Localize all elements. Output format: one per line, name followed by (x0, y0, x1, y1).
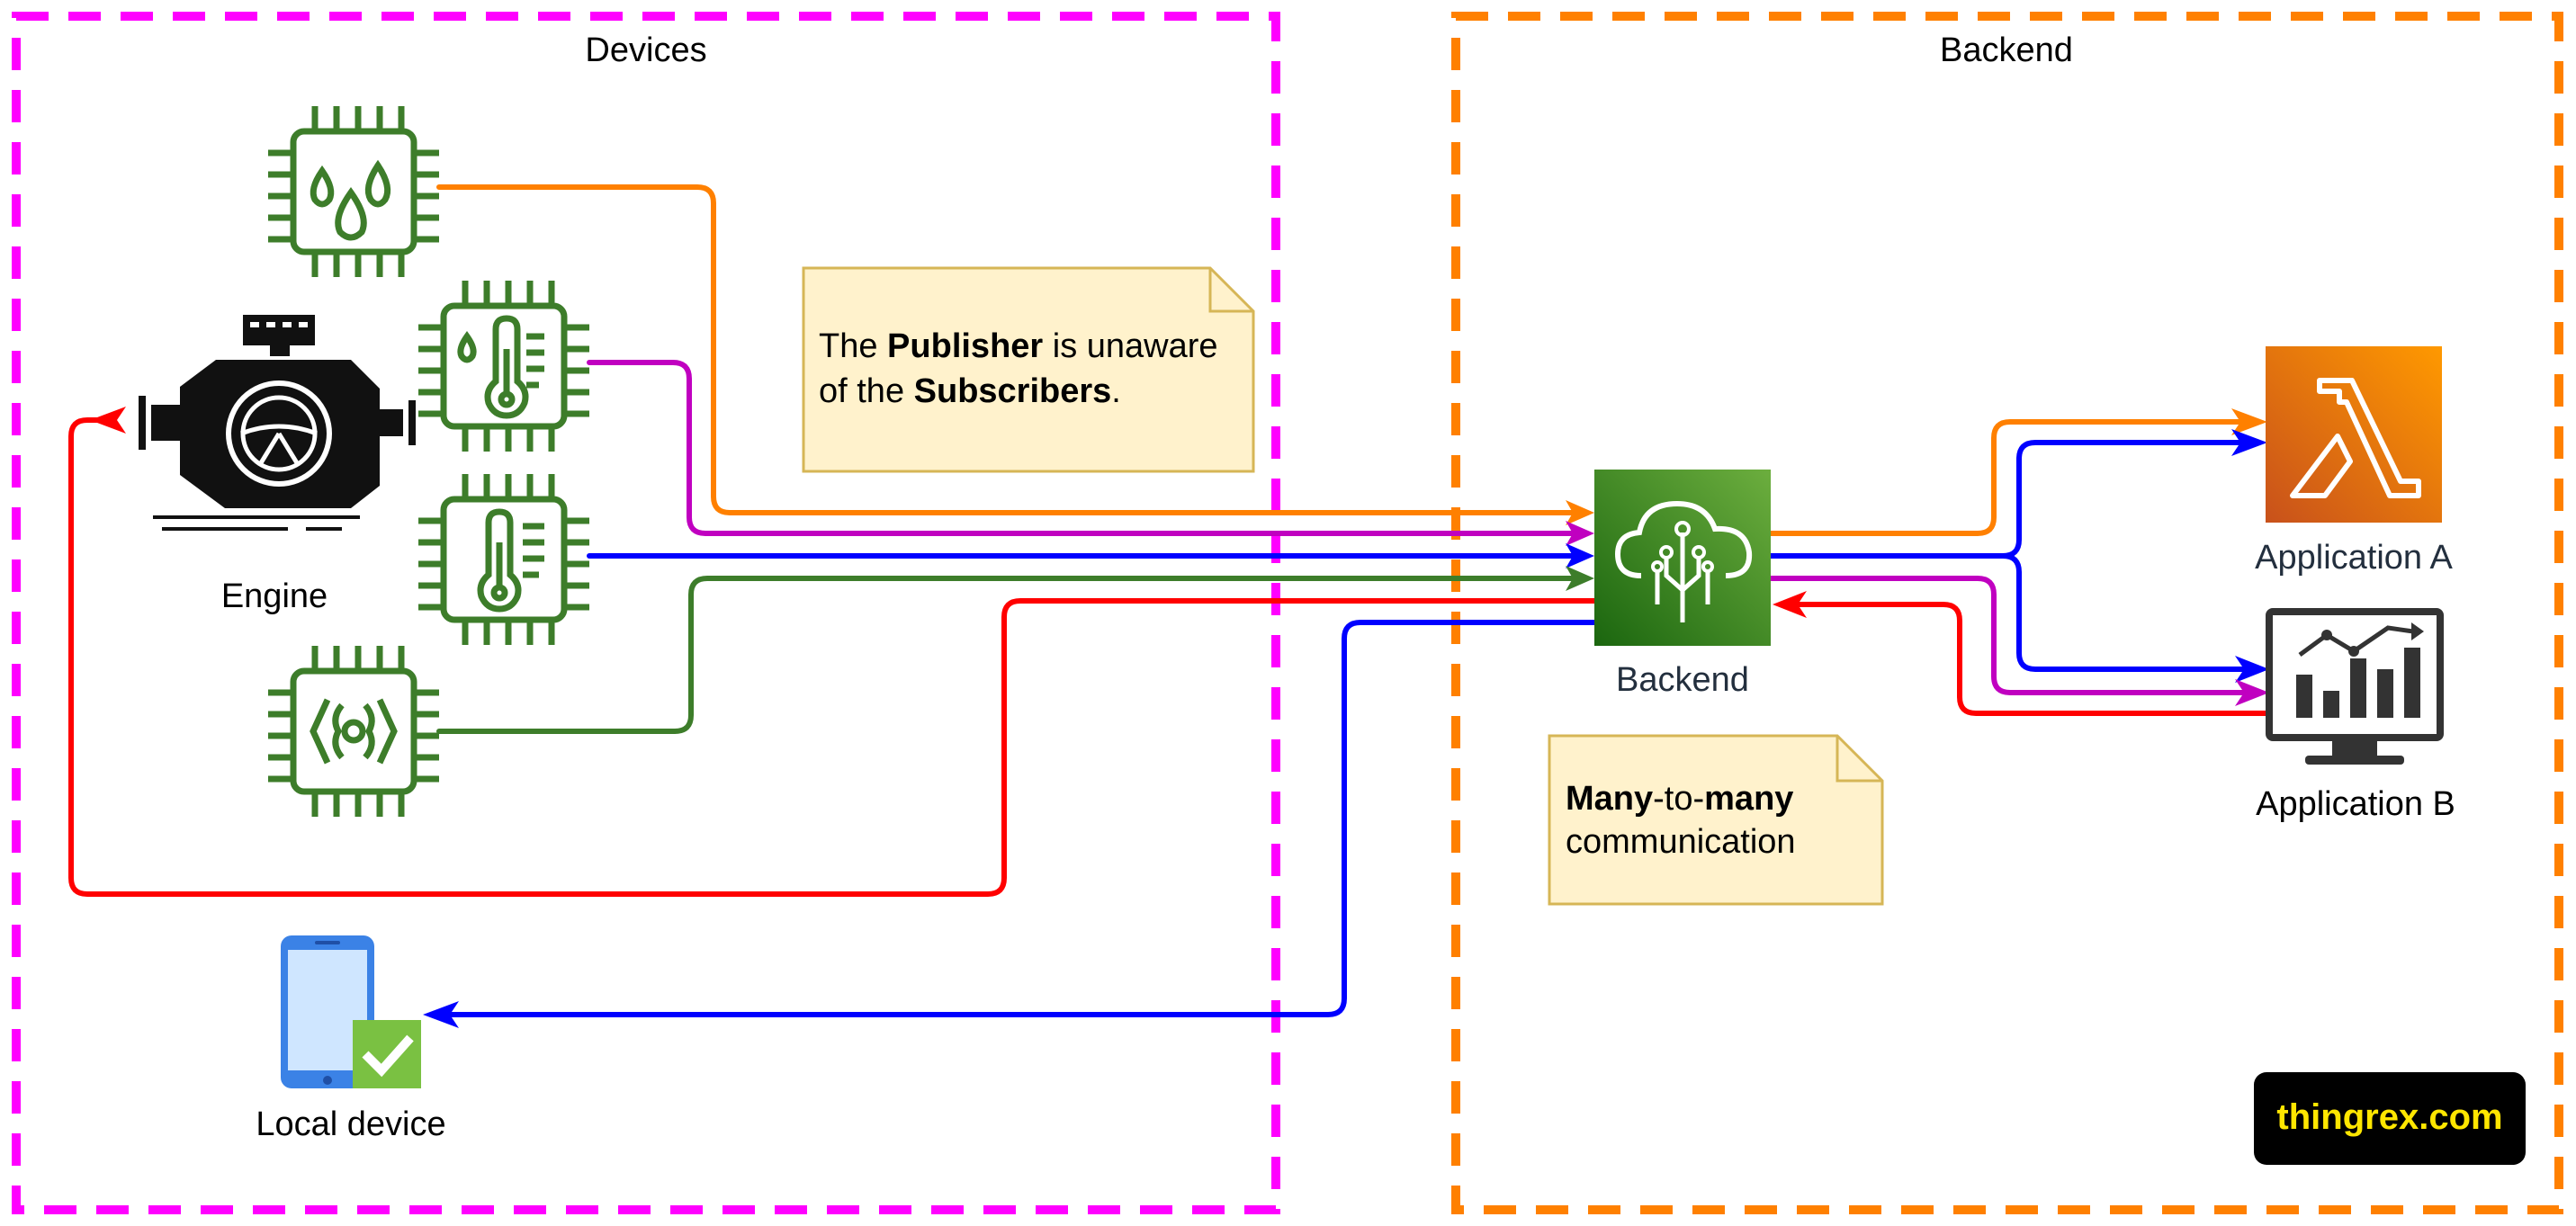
svg-text:The Publisher is unaware: The Publisher is unaware (819, 327, 1218, 365)
iot-core-cloud-icon (1594, 470, 1771, 646)
devices-group (12, 12, 1280, 1214)
publisher-note-text-2: is unaware (1043, 327, 1217, 365)
publisher-note-text-4: . (1111, 372, 1121, 410)
many-to-many-note: Many-to-many communication (1548, 734, 1884, 906)
orange-connector-humidity-to-backend (436, 184, 1579, 515)
analytics-monitor-icon (2266, 608, 2444, 765)
app-b-label: Application B (2256, 785, 2455, 823)
backend-node-label: Backend (1616, 661, 1749, 699)
publisher-note: The Publisher is unaware of the Subscrib… (802, 266, 1255, 473)
orange-connector-backend-to-app-a (1768, 419, 2252, 536)
arrowheads (90, 407, 2269, 1028)
engine-label: Engine (221, 577, 328, 615)
code-chip-icon (268, 646, 439, 817)
app-a-label: Application A (2255, 539, 2453, 577)
many-note-mid: -to- (1653, 780, 1704, 818)
blue-connector-backend-to-app-b (1768, 553, 2254, 672)
many-note-bold-1: Many (1566, 780, 1653, 818)
backend-group (1451, 12, 2563, 1214)
temperature-sensor-chip-icon (418, 281, 589, 452)
many-note-bold-2: many (1704, 780, 1793, 818)
local-device-label: Local device (256, 1105, 445, 1143)
magenta-connector-backend-to-app-b (1768, 576, 2254, 695)
publisher-note-bold-1: Publisher (887, 327, 1043, 365)
blue-connector-backend-to-app-a (1768, 440, 2252, 559)
magenta-connector-temp-to-backend (587, 360, 1579, 536)
publisher-note-text-3: of the (819, 372, 914, 410)
svg-text:Many-to-many: Many-to-many (1566, 780, 1793, 818)
engine-icon (139, 315, 416, 531)
devices-group-title: Devices (585, 31, 706, 69)
brand-badge: thingrex.com (2254, 1072, 2526, 1165)
mobile-check-icon (281, 935, 421, 1088)
red-connector-app-b-to-backend (1788, 602, 2272, 716)
blue-connector-backend-to-local-device (440, 620, 1597, 1017)
green-connector-code-to-backend (436, 576, 1579, 734)
temperature-sensor-chip-icon (418, 474, 589, 645)
publisher-note-bold-2: Subscribers (914, 372, 1112, 410)
publisher-note-text-1: The (819, 327, 887, 365)
backend-group-title: Backend (1940, 31, 2073, 69)
many-note-line-2: communication (1566, 823, 1796, 861)
svg-text:of the Subscribers.: of the Subscribers. (819, 372, 1121, 410)
brand-text: thingrex.com (2276, 1097, 2502, 1137)
lambda-icon (2266, 346, 2442, 523)
humidity-sensor-chip-icon (268, 106, 439, 277)
red-connector-backend-to-engine (68, 417, 1597, 897)
